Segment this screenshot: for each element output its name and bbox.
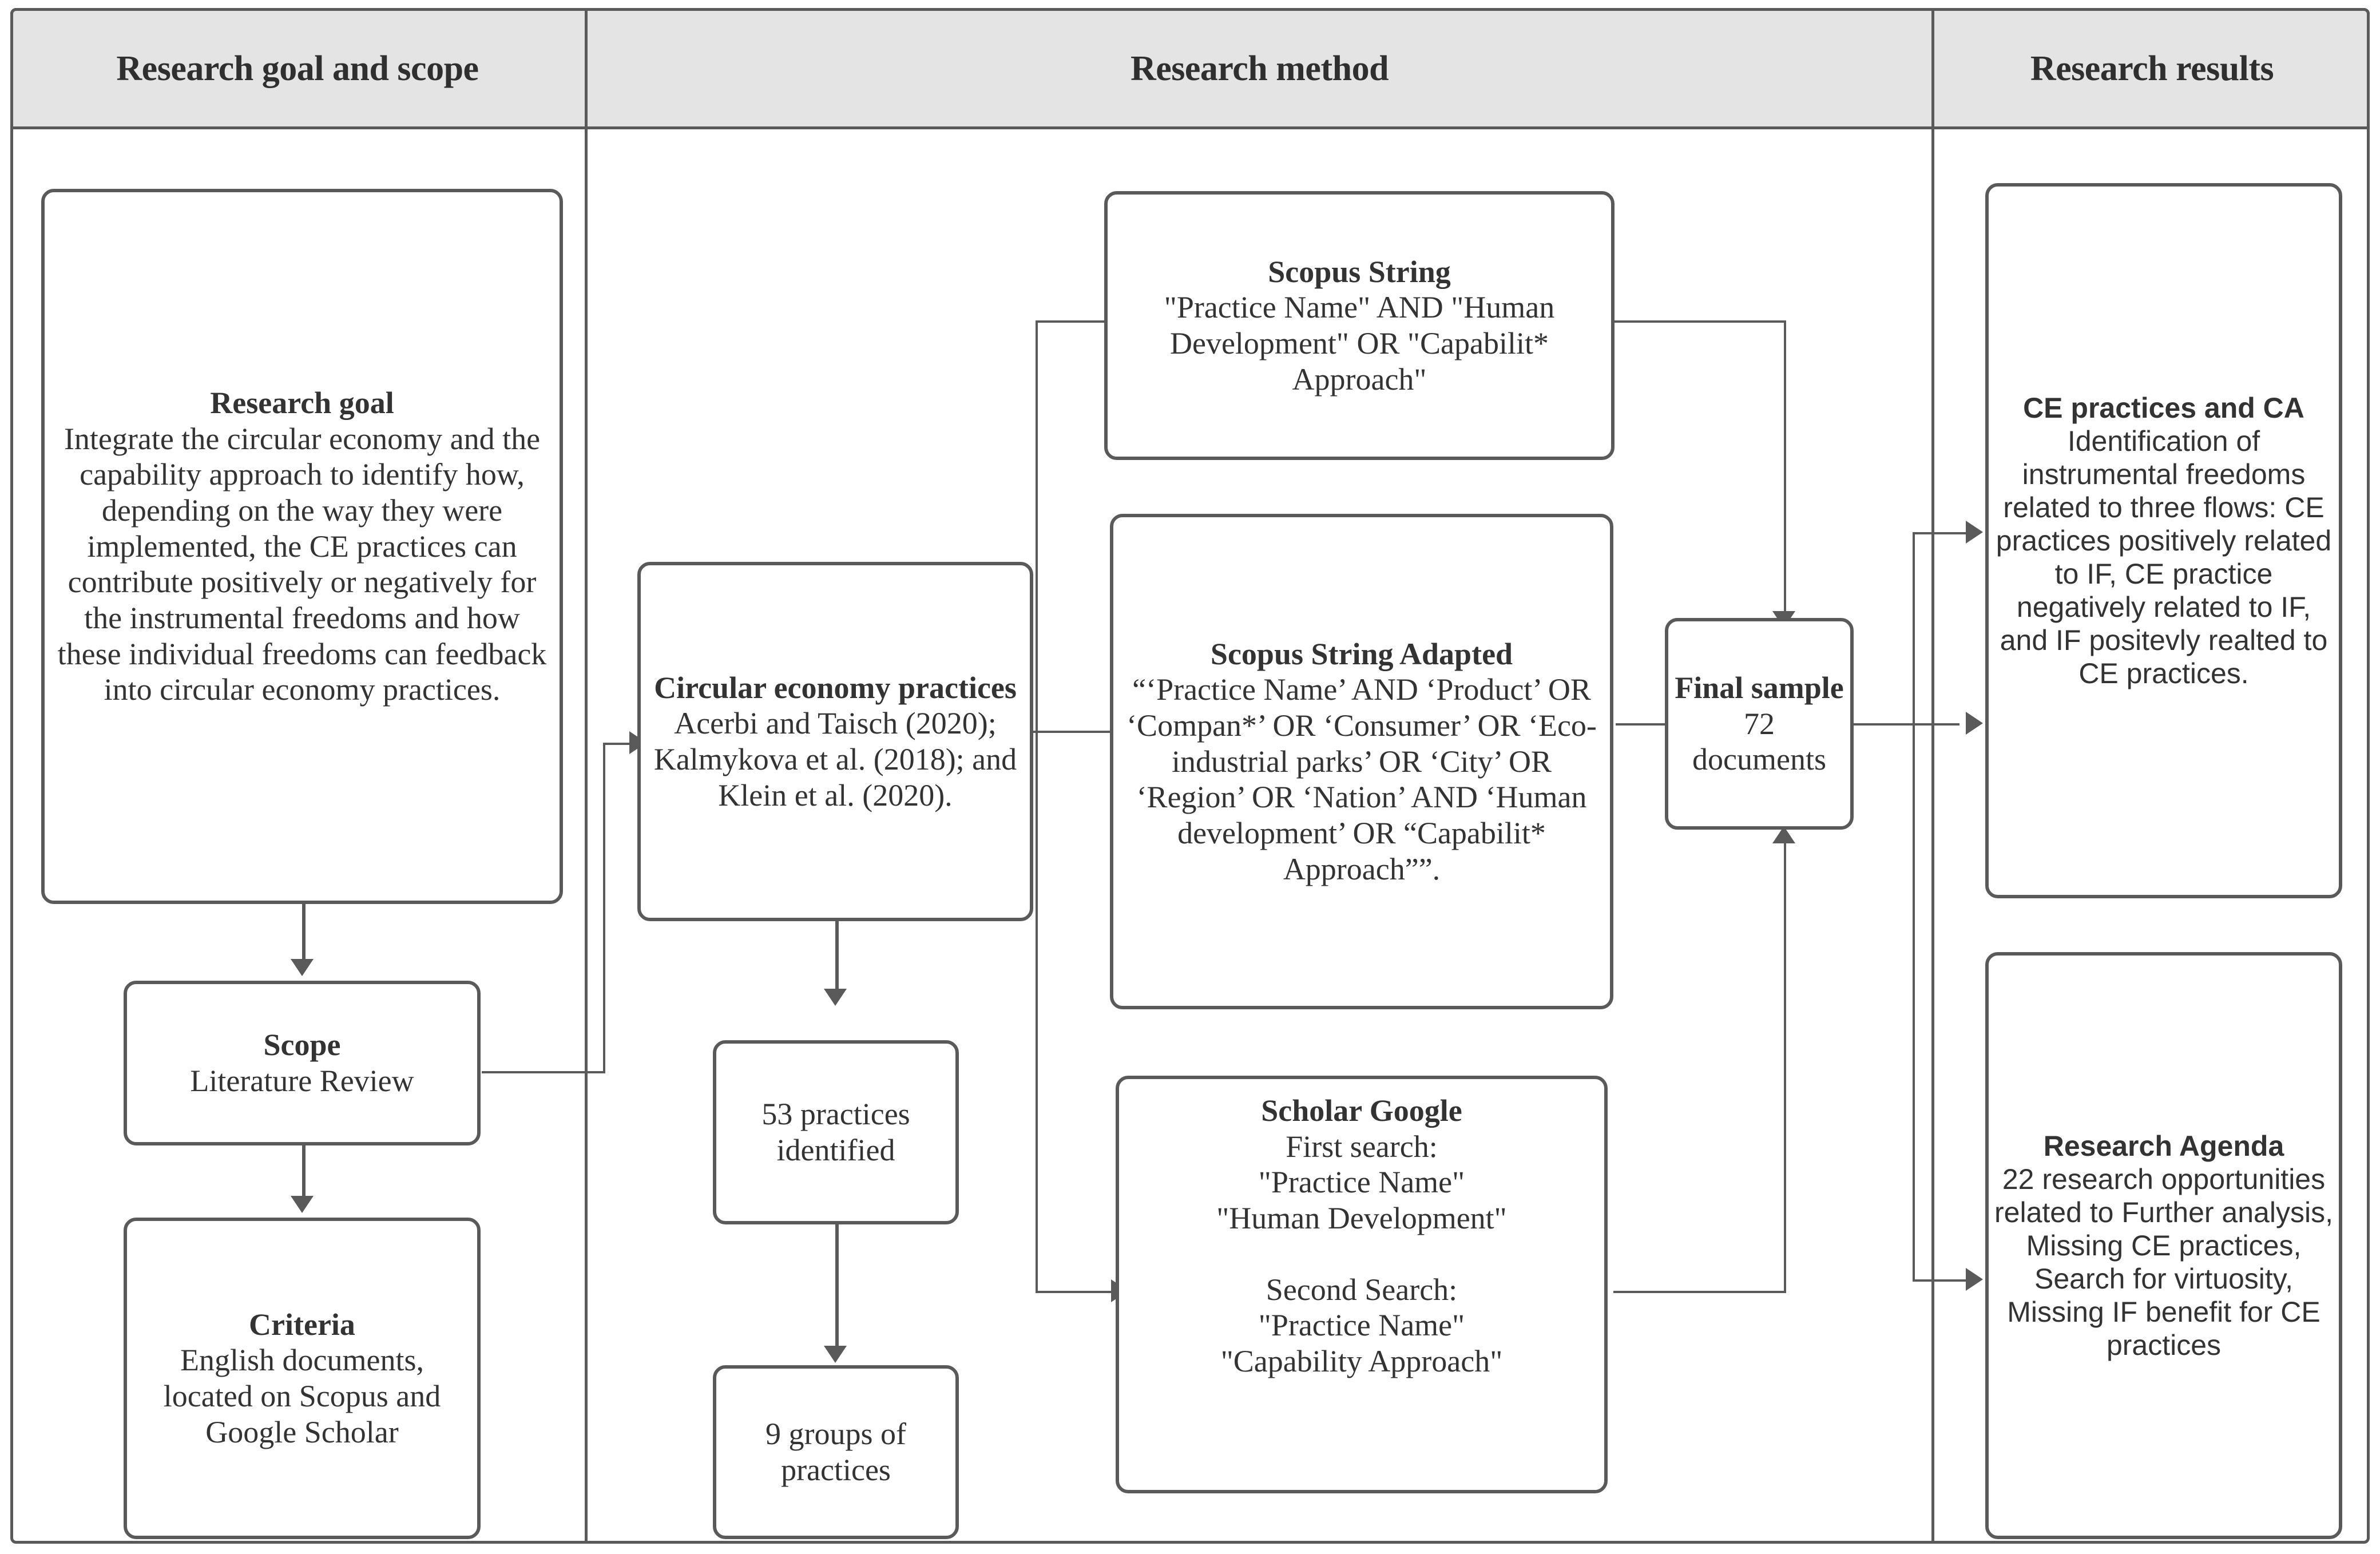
arrowhead-to-research-agenda [1966,1268,1983,1291]
node-scholar-google[interactable]: Scholar Google First search: "Practice N… [1116,1076,1608,1493]
node-body: 22 research opportunities related to Fur… [1994,1163,2333,1361]
node-title: Scopus String Adapted [1210,636,1513,671]
connector-final-right-trunk [1913,532,1915,1282]
node-criteria[interactable]: Criteria English documents, located on S… [124,1218,481,1539]
connector-scope-to-criteria [302,1144,306,1200]
node-body: Identification of instrumental freedoms … [1996,425,2332,689]
scholar-second-search-label: Second Search: [1266,1272,1458,1307]
column-header-label: Research results [2030,49,2274,88]
column-header-label: Research method [1130,49,1389,88]
node-53-practices-identified[interactable]: 53 practices identified [713,1040,959,1224]
node-body: 72 documents [1692,706,1826,777]
arrowhead-to-ce-practices-ca [1966,521,1983,544]
connector-final-right-stub [1854,723,1959,726]
connector-scholar-right [1613,1291,1786,1293]
node-research-agenda[interactable]: Research Agenda 22 research opportunitie… [1985,952,2342,1539]
connector-scopus-string-right [1615,320,1786,323]
connector-branch-scholar-google [1036,1291,1116,1293]
node-title: Scope [263,1028,341,1063]
scholar-first-search-term-2: "Human Development" [1216,1200,1507,1235]
arrowhead-scope-to-criteria [291,1196,314,1213]
node-title: Scholar Google [1261,1093,1462,1128]
node-title: Final sample [1675,671,1844,705]
column-divider-2 [1931,8,1934,1544]
connector-branch-scopus-string [1036,320,1110,323]
node-circular-economy-practices[interactable]: Circular economy practices Acerbi and Ta… [637,562,1033,921]
node-body: 9 groups of practices [765,1417,906,1487]
node-title: Circular economy practices [654,670,1017,705]
arrowhead-goal-to-scope [291,959,314,976]
node-body: Literature Review [190,1064,414,1098]
node-body: 53 practices identified [761,1097,910,1167]
node-title: CE practices and CA [2023,392,2304,424]
scholar-spacer [1358,1236,1366,1272]
node-scope[interactable]: Scope Literature Review [124,981,481,1145]
arrowhead-to-ce-practices-ca-mid [1966,712,1983,735]
connector-scope-up [603,743,605,1073]
node-body: English documents, located on Scopus and… [163,1343,441,1449]
scholar-second-search-term-1: "Practice Name" [1258,1308,1465,1343]
connector-branch-research-agenda [1913,1279,1970,1282]
connector-scopus-string-down [1784,320,1786,616]
header-band [10,8,2370,129]
column-header-label: Research goal and scope [116,49,479,88]
connector-scope-into-ce [603,743,632,745]
scholar-second-search-term-2: "Capability Approach" [1220,1343,1503,1378]
node-body: “‘Practice Name’ AND ‘Product’ OR ‘Compa… [1126,672,1597,886]
node-body: Acerbi and Taisch (2020); Kalmykova et a… [653,706,1017,812]
connector-goal-to-scope [302,903,306,964]
node-research-goal[interactable]: Research goal Integrate the circular eco… [41,189,563,904]
node-9-groups-of-practices[interactable]: 9 groups of practices [713,1365,959,1539]
connector-scope-right [482,1071,605,1073]
node-title: Criteria [249,1307,355,1342]
connector-branch-ce-practices-ca [1913,532,1970,534]
scholar-first-search-label: First search: [1286,1129,1438,1164]
connector-ce-to-53 [835,919,839,993]
node-scopus-string-adapted[interactable]: Scopus String Adapted “‘Practice Name’ A… [1110,514,1613,1009]
node-scopus-string[interactable]: Scopus String "Practice Name" AND "Human… [1104,191,1615,460]
node-body: "Practice Name" AND "Human Development" … [1164,290,1555,397]
column-header-research-method: Research method [588,8,1931,129]
connector-branch-scopus-adapted [1036,731,1116,733]
scholar-first-search-term-1: "Practice Name" [1258,1165,1465,1200]
node-ce-practices-and-ca[interactable]: CE practices and CA Identification of in… [1985,183,2342,898]
connector-scholar-up [1784,841,1786,1293]
column-divider-1 [585,8,588,1544]
node-title: Research Agenda [2043,1130,2284,1162]
column-header-research-goal-and-scope: Research goal and scope [10,8,585,129]
node-final-sample[interactable]: Final sample 72 documents [1665,618,1854,830]
node-body: Integrate the circular economy and the c… [57,421,547,707]
connector-53-to-9 [835,1223,839,1350]
column-header-research-results: Research results [1934,8,2370,129]
node-title: Scopus String [1268,254,1451,289]
arrowhead-ce-to-53 [824,989,847,1006]
connector-ce-trunk-vertical [1036,320,1038,1293]
node-title: Research goal [210,386,394,421]
arrowhead-53-to-9 [824,1346,847,1363]
